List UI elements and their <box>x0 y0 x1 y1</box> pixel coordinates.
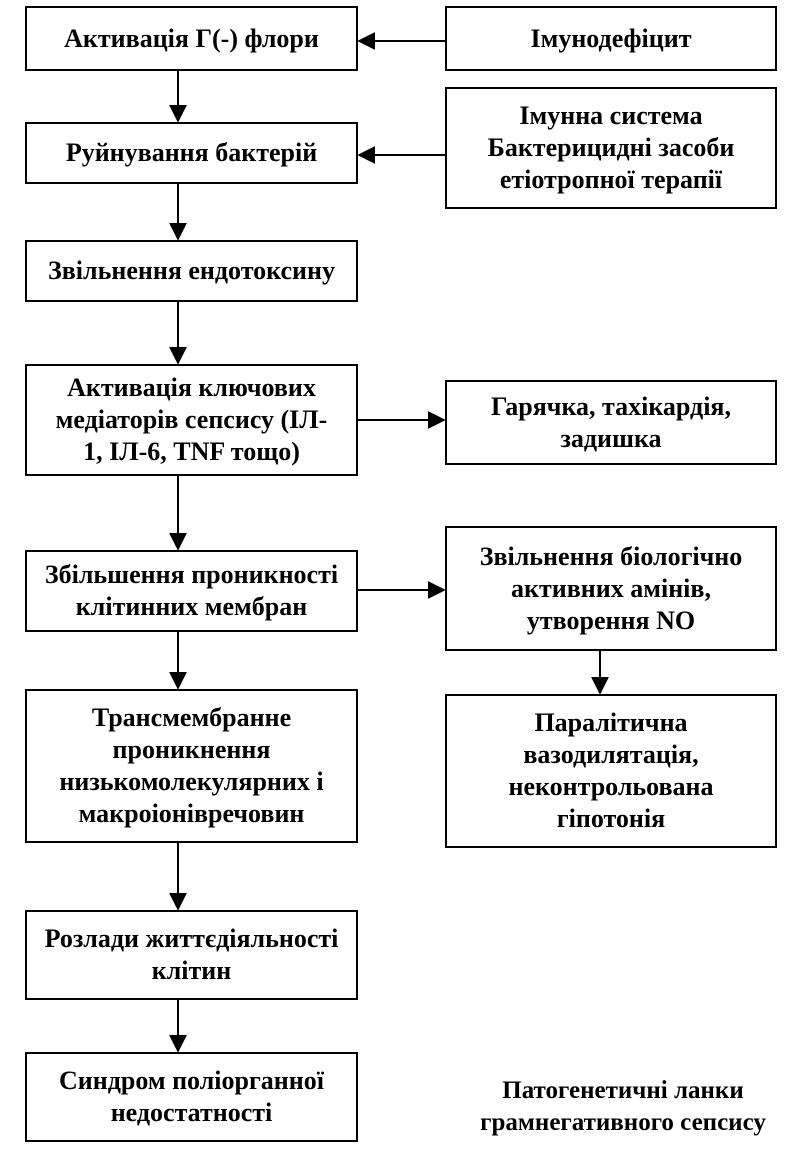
endotoxin-release-box: Звільнення ендотоксину <box>25 240 358 302</box>
bacteria-destruction-box: Руйнування бактерій <box>25 122 358 184</box>
membrane-permeability-box: Збільшення проникності клітинних мембран <box>25 550 358 632</box>
paralytic-vasodilation-box: Паралітична вазодилятація, неконтрольова… <box>445 694 777 848</box>
diagram-caption: Патогенетичні ланки грамнегативного сепс… <box>480 1077 766 1136</box>
cell-disorders-box: Розлади життєдіяльності клітин <box>25 910 358 1000</box>
mediators-activation-box: Активація ключових медіаторів сепсису (І… <box>25 364 358 476</box>
immunodeficit-box: Імунодефіцит <box>445 6 777 71</box>
mods-box: Синдром поліорганної недостатності <box>25 1052 358 1142</box>
fever-tachycardia-box: Гарячка, тахікардія, задишка <box>445 380 777 465</box>
immune-system-box: Імунна система Бактерицидні засоби етіот… <box>445 87 777 209</box>
amines-release-box: Звільнення біологічно активних амінів, у… <box>445 526 777 651</box>
transmembrane-penetration-box: Трансмембранне проникнення низькомолекул… <box>25 689 358 843</box>
activation-gneg-box: Активація Г(-) флори <box>25 6 358 71</box>
